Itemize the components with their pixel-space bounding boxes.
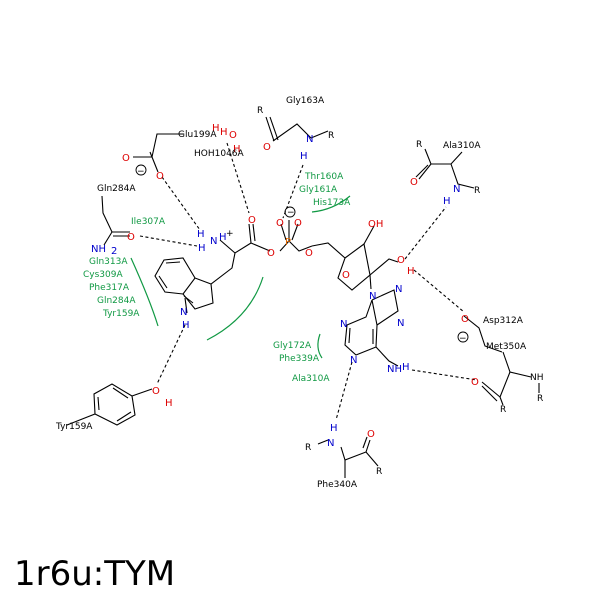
atom-h: H <box>197 229 205 240</box>
atom-o: O <box>248 215 256 226</box>
atom-o: O <box>367 429 375 440</box>
contact-left-4: Gln284A <box>97 296 136 306</box>
atom-nh2: NH <box>91 244 106 255</box>
atom-n: N <box>327 438 334 449</box>
atom-h: H <box>402 362 410 373</box>
atom-r: R <box>500 405 506 415</box>
atom-n: N <box>395 284 402 295</box>
atom-h: H <box>198 243 206 254</box>
contact-phosphate-1: Thr160A <box>304 172 344 182</box>
residue-phe340: Phe340A <box>317 480 358 490</box>
residue-asp312: Asp312A <box>483 316 524 326</box>
atom-n: N <box>210 236 217 247</box>
atom-n: N <box>306 134 313 145</box>
contact-left-1: Gln313A <box>89 257 128 267</box>
atom-n: N <box>397 318 404 329</box>
charge-ring <box>284 206 296 218</box>
residue-gln284: Gln284A <box>97 184 136 194</box>
contact-left-3: Phe317A <box>89 283 130 293</box>
atom-o: O <box>263 142 271 153</box>
contact-labels: Ile307A Gln313A Cys309A Phe317A Gln284A … <box>83 172 351 384</box>
hydrogen-bonds <box>139 142 478 421</box>
contact-ile307: Ile307A <box>131 217 166 227</box>
contact-adenine-2: Phe339A <box>279 354 320 364</box>
atom-h: H <box>330 423 338 434</box>
atom-n: N <box>340 319 347 330</box>
hydrophobic-arcs <box>130 195 351 359</box>
atom-r: R <box>257 106 263 116</box>
residue-glu199: Glu199A <box>178 130 217 140</box>
atom-sub2: 2 <box>111 246 117 257</box>
atom-h: H <box>165 398 173 409</box>
atom-o: O <box>342 270 350 281</box>
residue-gly163: Gly163A <box>286 96 325 106</box>
atom-h: H <box>220 127 228 138</box>
atom-r: R <box>416 140 422 150</box>
atom-o: O <box>397 255 405 266</box>
contact-ala310-bottom: Ala310A <box>292 374 330 384</box>
atom-o: O <box>305 248 313 259</box>
atom-n: N <box>350 355 357 366</box>
charge-ring <box>457 331 469 343</box>
charge-ring <box>135 164 147 176</box>
contact-left-2: Cys309A <box>83 270 123 280</box>
contact-phosphate-2: Gly161A <box>299 185 338 195</box>
atom-o: O <box>267 248 275 259</box>
atom-h: H <box>300 151 308 162</box>
residue-labels: Glu199A Gly163A HOH1046A Ala310A Gln284A… <box>55 96 527 490</box>
atom-oh: OH <box>368 219 383 230</box>
charge-plus: + <box>226 229 234 239</box>
atom-n: N <box>453 184 460 195</box>
atom-h: H <box>182 320 190 331</box>
residue-tyr159: Tyr159A <box>55 422 93 432</box>
atom-h: H <box>443 196 451 207</box>
atom-nh: NH <box>530 373 544 383</box>
contact-left-5: Tyr159A <box>102 309 140 319</box>
atom-o: O <box>122 153 130 164</box>
diagram-title: 1r6u:TYM <box>14 554 175 594</box>
atom-o: O <box>156 171 164 182</box>
residue-hoh: HOH1046A <box>194 149 245 159</box>
covalent-bonds <box>66 116 540 478</box>
atom-nh: NH <box>387 364 402 375</box>
atom-o: O <box>276 218 284 229</box>
residue-met350: Met350A <box>486 342 527 352</box>
atom-r: R <box>376 467 382 477</box>
atom-labels: O O − H O H H O R N R H R O N R H NH 2 O… <box>91 106 544 477</box>
atom-o: O <box>471 377 479 388</box>
atom-o: O <box>229 130 237 141</box>
atom-n: N <box>180 307 187 318</box>
charge-minus: − <box>287 208 295 218</box>
atom-o: O <box>127 232 135 243</box>
contact-adenine-1: Gly172A <box>273 341 312 351</box>
charge-minus: − <box>137 167 145 177</box>
atom-r: R <box>305 443 311 453</box>
atom-o: O <box>152 386 160 397</box>
atom-h: H <box>407 266 415 277</box>
atom-o: O <box>461 314 469 325</box>
atom-h: H <box>212 123 220 134</box>
atom-o: O <box>294 218 302 229</box>
atom-h: H <box>219 232 227 243</box>
atom-r: R <box>474 186 480 196</box>
atom-r: R <box>537 394 543 404</box>
atom-p: P <box>285 237 291 248</box>
charge-minus: − <box>459 334 467 344</box>
atom-h: H <box>233 144 241 155</box>
atom-n: N <box>369 291 376 302</box>
residue-ala310: Ala310A <box>443 141 481 151</box>
atom-o: O <box>410 177 418 188</box>
atom-r: R <box>328 131 334 141</box>
contact-phosphate-3: His173A <box>313 198 351 208</box>
